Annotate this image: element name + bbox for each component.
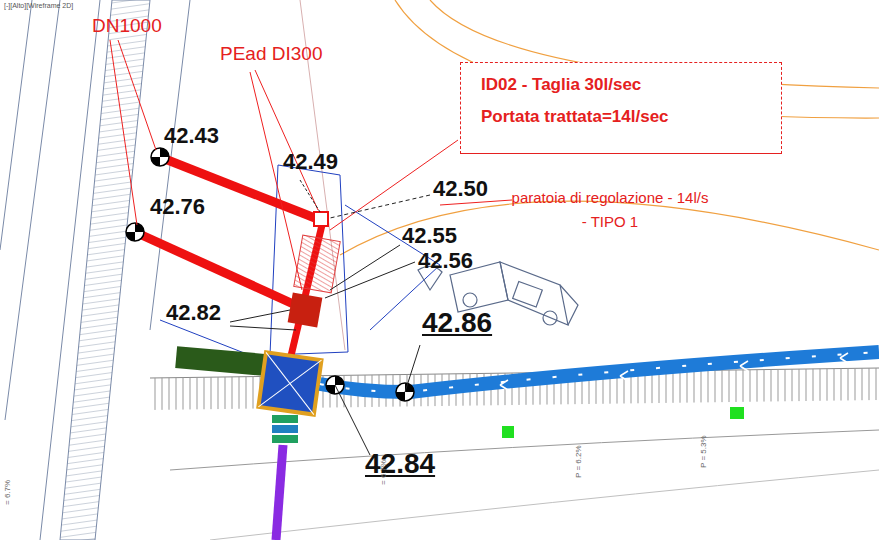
elevation-label: 42.84 xyxy=(365,450,435,478)
annotation-label: paratoia di regolazione - 14l/s - TIPO 1 xyxy=(510,186,710,234)
elevation-label: 42.56 xyxy=(418,250,473,272)
annotation-label: PEad DI300 xyxy=(220,44,322,63)
callout-box: ID02 - Taglia 30l/secPortata trattata=14… xyxy=(460,62,782,154)
slope-label: P = 6.2% xyxy=(575,445,583,478)
slope-label: = 6.7% xyxy=(4,480,12,505)
elevation-label: 42.43 xyxy=(164,125,219,147)
annotation-label: [-][Alto][Wireframe 2D] xyxy=(4,2,73,9)
callout-text: ID02 - Taglia 30l/sec xyxy=(481,69,767,101)
slope-label: P = 5.3% xyxy=(700,435,708,468)
elevation-label: 42.76 xyxy=(150,196,205,218)
elevation-label: 42.49 xyxy=(283,151,338,173)
annotation-label: DN1000 xyxy=(92,16,162,35)
elevation-label: 42.50 xyxy=(433,178,488,200)
elevation-label: 42.55 xyxy=(402,225,457,247)
elevation-label: 42.86 xyxy=(422,309,492,337)
callout-text: Portata trattata=14l/sec xyxy=(481,101,767,133)
elevation-label: 42.82 xyxy=(166,302,221,324)
slope-label: = 6.7% xyxy=(380,460,388,485)
